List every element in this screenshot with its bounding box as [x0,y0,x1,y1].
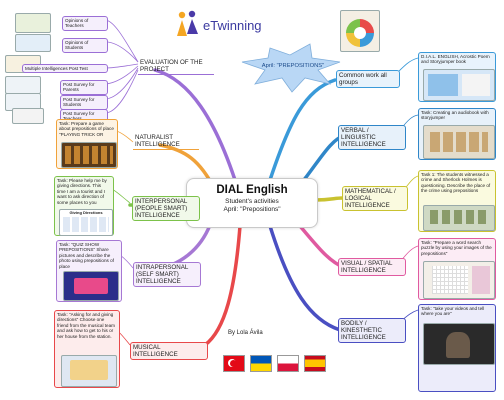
bodily-branch-label[interactable]: BODILY / KINESTHETIC INTELLIGENCE [338,318,406,343]
naturalist-branch-label[interactable]: NATURALIST INTELLIGENCE [133,133,199,150]
common-task-text: D.I.A.L. ENGLISH, Acrostic Poem and Stor… [421,54,490,65]
author-credit: By Lola Ávila [228,330,263,336]
flag-ukraine [250,355,272,372]
flag-spain [304,355,326,372]
central-topic: DIAL English Student's activities April:… [186,178,318,228]
evaluation-thumb-4 [5,76,41,94]
quiz-show-image [63,271,119,301]
visual-task: Task: "Prepare a word search puzzle by u… [418,238,496,300]
dial-english-poster [340,10,380,52]
giving-directions-caption: Giving Directions [69,210,103,215]
bodily-task-text: Task: "take your videos and tell where y… [421,306,485,317]
interpersonal-task-text: Task: Please help me by giving direction… [57,178,107,205]
visual-branch-label[interactable]: VISUAL / SPATIAL INTELLIGENCE [338,258,406,276]
intrapersonal-branch-label[interactable]: INTRAPERSONAL (SELF SMART) INTELLIGENCE [133,262,201,287]
naturalist-task-text: Task: Prepare a game about prepositions … [59,121,114,137]
mathematical-branch [314,196,344,202]
student-video-image [423,323,495,365]
evaluation-item-1[interactable]: Opinions of Students [62,38,108,53]
brand-name: eTwinning [203,18,262,33]
common-work-image [423,69,495,101]
evaluation-thumb-6 [12,108,44,124]
evaluation-item-2[interactable]: Multiple Intelligences Post Test [22,64,108,74]
verbal-task: Task: Creating an audiobook with storyju… [418,108,496,160]
flag-turkey [223,355,245,372]
musical-branch-label[interactable]: MUSICAL INTELLIGENCE [130,342,208,360]
common-branch-label[interactable]: Common work all groups [336,70,400,88]
giving-directions-image: Giving Directions [59,209,113,236]
central-title: DIAL English [216,184,288,196]
verbal-task-text: Task: Creating an audiobook with storyju… [421,110,489,121]
evaluation-item-0[interactable]: Opinions of Teachers [62,16,108,31]
evaluation-branch-label[interactable]: EVALUATION OF THE PROJECT [138,58,214,75]
common-branch [268,78,337,182]
bodily-branch [268,224,342,332]
evaluation-thumb-1 [15,13,51,33]
april-star-shape [241,43,341,93]
bodily-task: Task: "take your videos and tell where y… [418,304,496,392]
crime-scene-image [423,205,495,231]
verbal-branch-label[interactable]: VERBAL / LINGUISTIC INTELLIGENCE [338,125,406,150]
naturalist-game-image [61,142,117,168]
central-subtitle: Student's activities [225,198,279,205]
evaluation-thumb-2 [15,34,51,52]
common-task: D.I.A.L. ENGLISH, Acrostic Poem and Stor… [418,52,496,102]
musical-video-image [61,355,117,387]
mathematical-branch-label[interactable]: MATHEMATICAL / LOGICAL INTELLIGENCE [342,186,408,211]
musical-branch [203,224,242,347]
interpersonal-task: Task: Please help me by giving direction… [54,176,114,236]
musical-task: Task: "Asking for and giving directions"… [54,310,120,388]
flag-poland [277,355,299,372]
storyjumper-image [423,125,495,159]
visual-task-text: Task: "Prepare a word search puzzle by u… [421,240,492,256]
central-topic-label: April: "Prepositions" [223,206,281,213]
evaluation-item-4[interactable]: Post Survey for Students [60,95,108,110]
evaluation-sublinks [105,19,139,114]
naturalist-task: Task: Prepare a game about prepositions … [56,119,118,169]
interpersonal-branch-label[interactable]: INTERPERSONAL (PEOPLE SMART) INTELLIGENC… [132,196,200,221]
mathematical-task: Task 1: The students witnessed a crime a… [418,170,496,232]
etwinning-figures-icon [177,10,198,36]
april-star-label: April: "PREPOSITIONS" [261,63,325,69]
intrapersonal-task-text: Task: "QUIZ SHOW PREPOSITIONS" Share pic… [59,242,114,269]
intrapersonal-task: Task: "QUIZ SHOW PREPOSITIONS" Share pic… [56,240,122,302]
word-search-image [423,261,495,299]
evaluation-item-3[interactable]: Post Survey for Parents [60,80,108,95]
etwinning-logo: eTwinning [175,10,285,40]
musical-task-text: Task: "Asking for and giving directions"… [57,312,115,339]
mathematical-task-text: Task 1: The students witnessed a crime a… [421,172,491,194]
